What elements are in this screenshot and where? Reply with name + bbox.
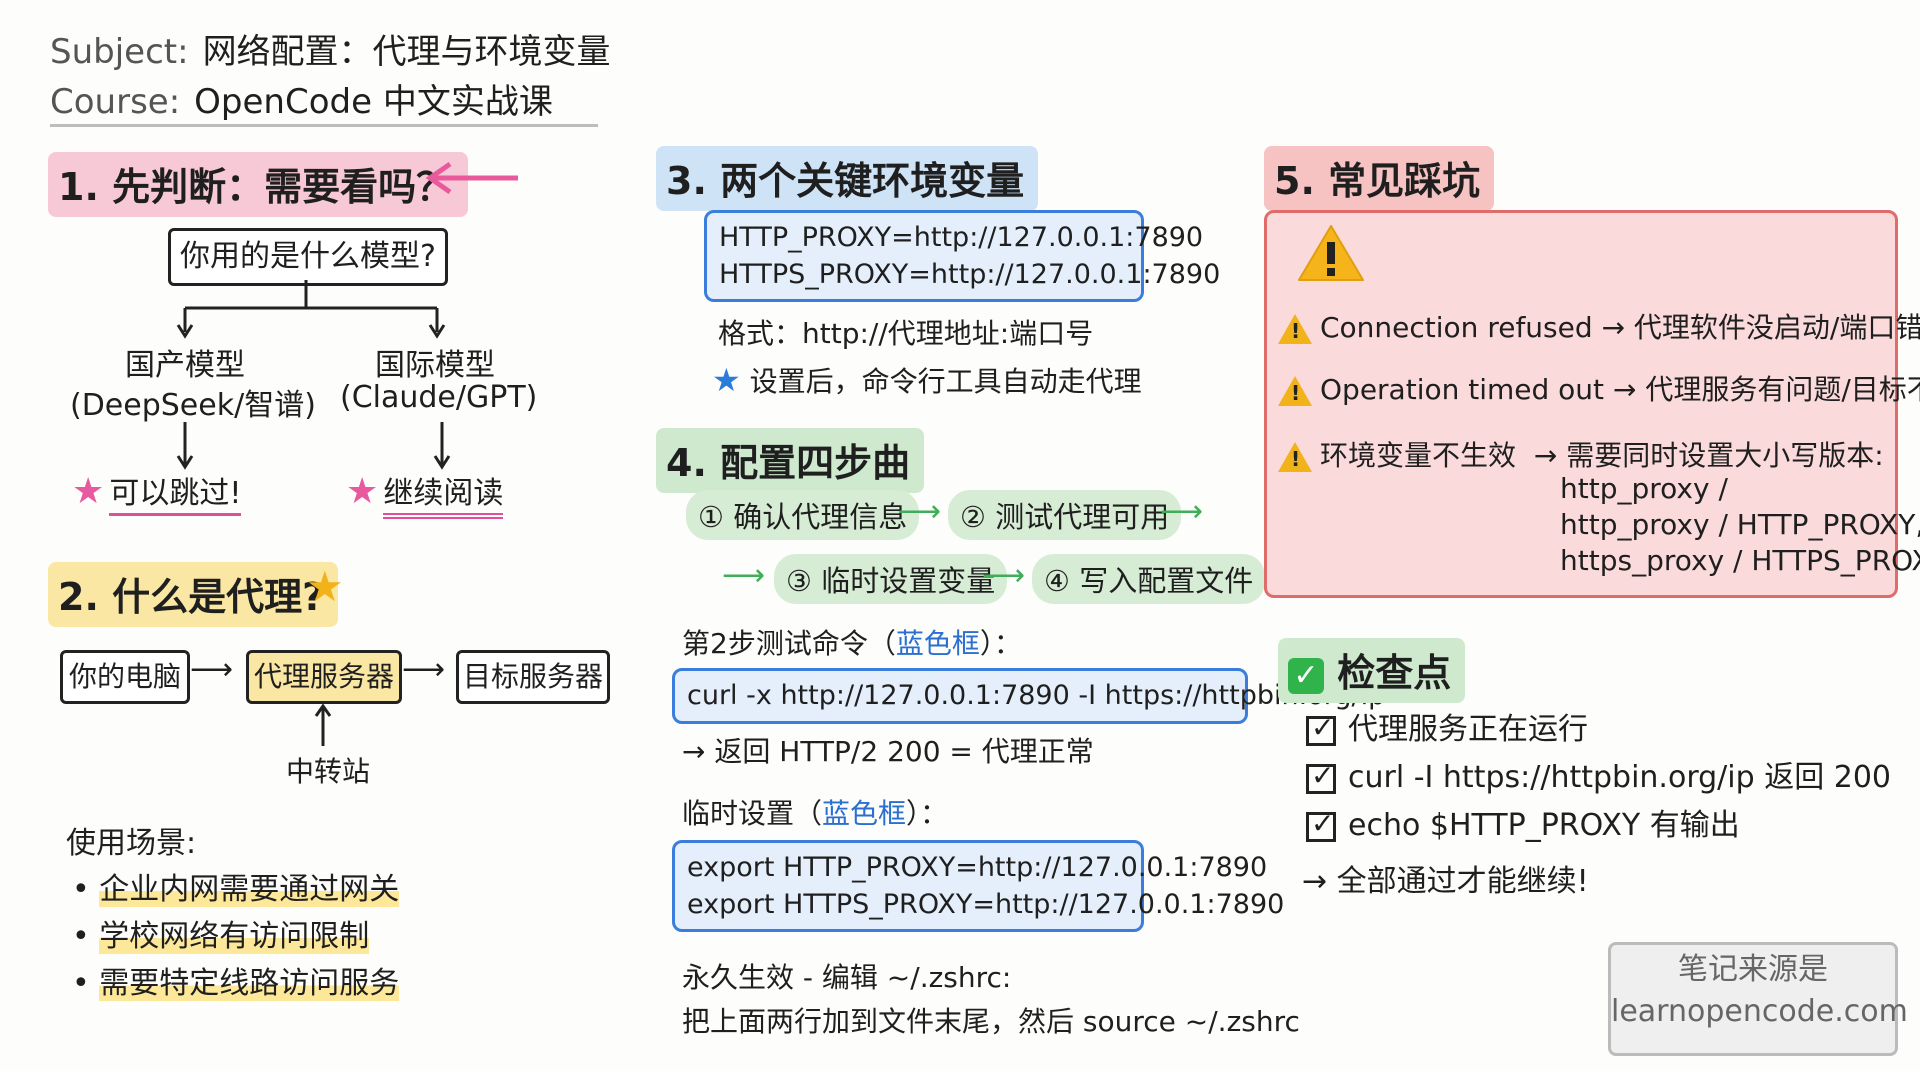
test-command-code-box: curl -x http://127.0.0.1:7890 -I https:/…	[672, 668, 1385, 724]
continue-result-label: 继续阅读	[383, 476, 504, 519]
warning-icon	[1278, 314, 1312, 344]
course-line: Course: OpenCode 中文实战课	[50, 74, 553, 123]
scenarios-title: 使用场景:	[66, 826, 197, 861]
pointer-arrow-icon	[425, 161, 518, 195]
international-model-examples: (Claude/GPT)	[340, 380, 538, 415]
warning-icon	[1278, 376, 1312, 406]
source-box: 笔记来源是 learnopencode.com	[1608, 942, 1908, 1056]
checkbox-icon	[1306, 711, 1336, 746]
subject-line: Subject: 网络配置：代理与环境变量	[50, 24, 611, 73]
format-note: 格式：http://代理地址:端口号	[718, 317, 1094, 350]
subject-label: Subject:	[50, 32, 189, 72]
permanent-note-line2: 把上面两行加到文件末尾，然后 source ~/.zshrc	[682, 1005, 1300, 1038]
auto-proxy-note: ★ 设置后，命令行工具自动走代理	[712, 361, 1142, 399]
scenario-item: • 需要特定线路访问服务	[72, 966, 400, 1001]
checklist-item: curl -I https://httpbin.org/ip 返回 200	[1306, 752, 1891, 796]
star-icon: ★	[712, 361, 741, 399]
continue-result: ★ 继续阅读	[346, 468, 504, 519]
result-arrows	[176, 422, 451, 470]
proxy-server-node: 代理服务器	[246, 650, 402, 704]
section-5-title: 5. 常见踩坑	[1264, 146, 1495, 211]
pitfalls-panel	[1264, 210, 1898, 598]
step-2-pill: ② 测试代理可用	[948, 490, 1182, 540]
case-variant-line: http_proxy / HTTP_PROXY,	[1560, 508, 1920, 541]
checkbox-icon	[1306, 807, 1336, 842]
checklist-final: → 全部通过才能继续!	[1302, 864, 1589, 899]
section-2-title: 2. 什么是代理?	[48, 562, 339, 627]
test-result-note: → 返回 HTTP/2 200 = 代理正常	[682, 735, 1094, 768]
section-3-title: 3. 两个关键环境变量	[656, 146, 1039, 211]
permanent-note-line1: 永久生效 - 编辑 ~/.zshrc:	[682, 961, 1012, 994]
course-value: OpenCode 中文实战课	[194, 82, 553, 122]
flow-arrow-icon: ⟶	[190, 652, 234, 687]
source-label: 笔记来源是	[1678, 952, 1828, 987]
temp-setting-label: 临时设置（蓝色框）：	[682, 797, 949, 830]
case-variant-line: https_proxy / HTTPS_PROXY	[1560, 544, 1920, 577]
step-3-pill: ③ 临时设置变量	[774, 554, 1008, 604]
decision-tree-lines	[176, 280, 446, 339]
header-divider	[50, 124, 598, 127]
skip-result-label: 可以跳过!	[109, 476, 242, 516]
up-arrow-icon	[314, 704, 332, 746]
scenario-item: • 企业内网需要通过网关	[72, 872, 400, 907]
star-icon: ★	[72, 471, 105, 512]
target-server-node: 目标服务器	[456, 650, 610, 704]
subject-value: 网络配置：代理与环境变量	[202, 32, 611, 72]
checkbox-icon	[1306, 759, 1336, 794]
code-line: export HTTPS_PROXY=http://127.0.0.1:7890	[687, 889, 1285, 920]
international-model-label: 国际模型	[375, 348, 495, 383]
model-question-box: 你用的是什么模型?	[168, 228, 448, 286]
test-command-label: 第2步测试命令（蓝色框）：	[682, 627, 1022, 660]
star-icon: ★	[306, 562, 344, 611]
green-arrow-icon: ⟶	[722, 558, 766, 593]
course-label: Course:	[50, 82, 181, 122]
export-code-box: export HTTP_PROXY=http://127.0.0.1:7890 …	[672, 840, 1285, 932]
pitfall-item: Operation timed out → 代理服务有问题/目标不可达	[1278, 368, 1920, 408]
domestic-model-examples: (DeepSeek/智谱)	[70, 388, 316, 423]
green-arrow-icon: ⟶	[898, 494, 942, 529]
checklist-item: 代理服务正在运行	[1306, 704, 1588, 748]
warning-icon	[1298, 225, 1364, 281]
code-line: HTTP_PROXY=http://127.0.0.1:7890	[719, 222, 1204, 253]
section-1-title: 1. 先判断：需要看吗？	[48, 152, 469, 217]
check-mark-icon: ✓	[1288, 657, 1324, 694]
pitfall-item: 环境变量不生效 → 需要同时设置大小写版本:	[1278, 434, 1884, 474]
relay-label: 中转站	[286, 755, 371, 788]
green-arrow-icon: ⟶	[1160, 494, 1204, 529]
step-4-pill: ④ 写入配置文件	[1032, 554, 1266, 604]
star-icon: ★	[346, 471, 379, 512]
domestic-model-label: 国产模型	[125, 348, 245, 383]
step-1-pill: ① 确认代理信息	[686, 490, 920, 540]
source-url: learnopencode.com	[1611, 994, 1908, 1029]
flow-arrow-icon: ⟶	[402, 652, 446, 687]
warning-icon	[1278, 442, 1312, 472]
env-vars-code-box: HTTP_PROXY=http://127.0.0.1:7890 HTTPS_P…	[704, 210, 1221, 302]
pitfall-item: Connection refused → 代理软件没启动/端口错误	[1278, 306, 1920, 346]
scenario-item: • 学校网络有访问限制	[72, 919, 370, 954]
your-computer-node: 你的电脑	[60, 650, 190, 704]
section-4-title: 4. 配置四步曲	[656, 428, 925, 493]
checklist-item: echo $HTTP_PROXY 有输出	[1306, 800, 1740, 844]
case-variant-line: http_proxy /	[1560, 472, 1728, 505]
code-line: HTTPS_PROXY=http://127.0.0.1:7890	[719, 259, 1221, 290]
skip-result: ★ 可以跳过!	[72, 468, 242, 516]
code-line: export HTTP_PROXY=http://127.0.0.1:7890	[687, 852, 1268, 883]
checkpoint-title: ✓ 检查点	[1278, 638, 1466, 703]
green-arrow-icon: ⟶	[982, 558, 1026, 593]
